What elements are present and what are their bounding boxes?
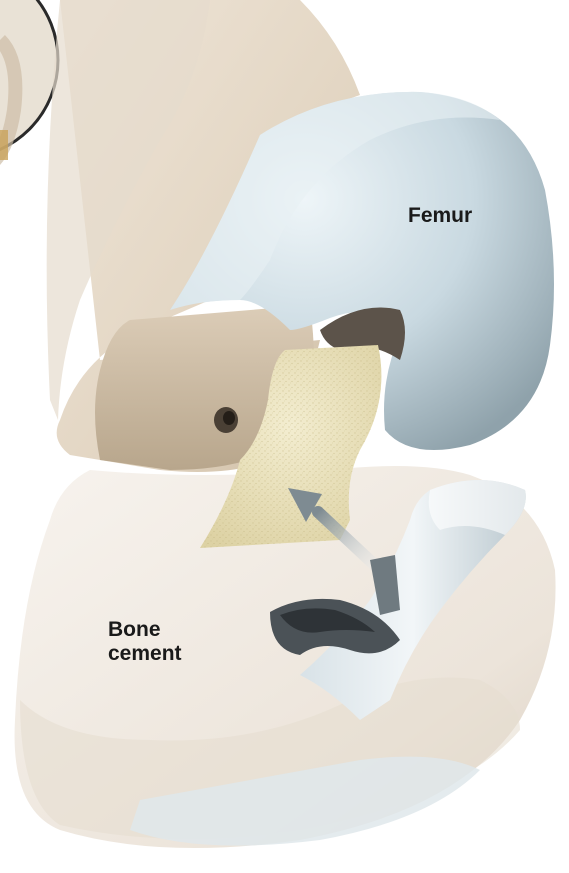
bone-cement-label-line-2: cement — [108, 642, 182, 666]
bone-cement-label-line-1: Bone — [108, 618, 182, 642]
femur-label: Femur — [408, 204, 472, 228]
bone-cement-label: Bone cement — [108, 618, 182, 666]
callout-circle-icon — [0, 0, 58, 165]
